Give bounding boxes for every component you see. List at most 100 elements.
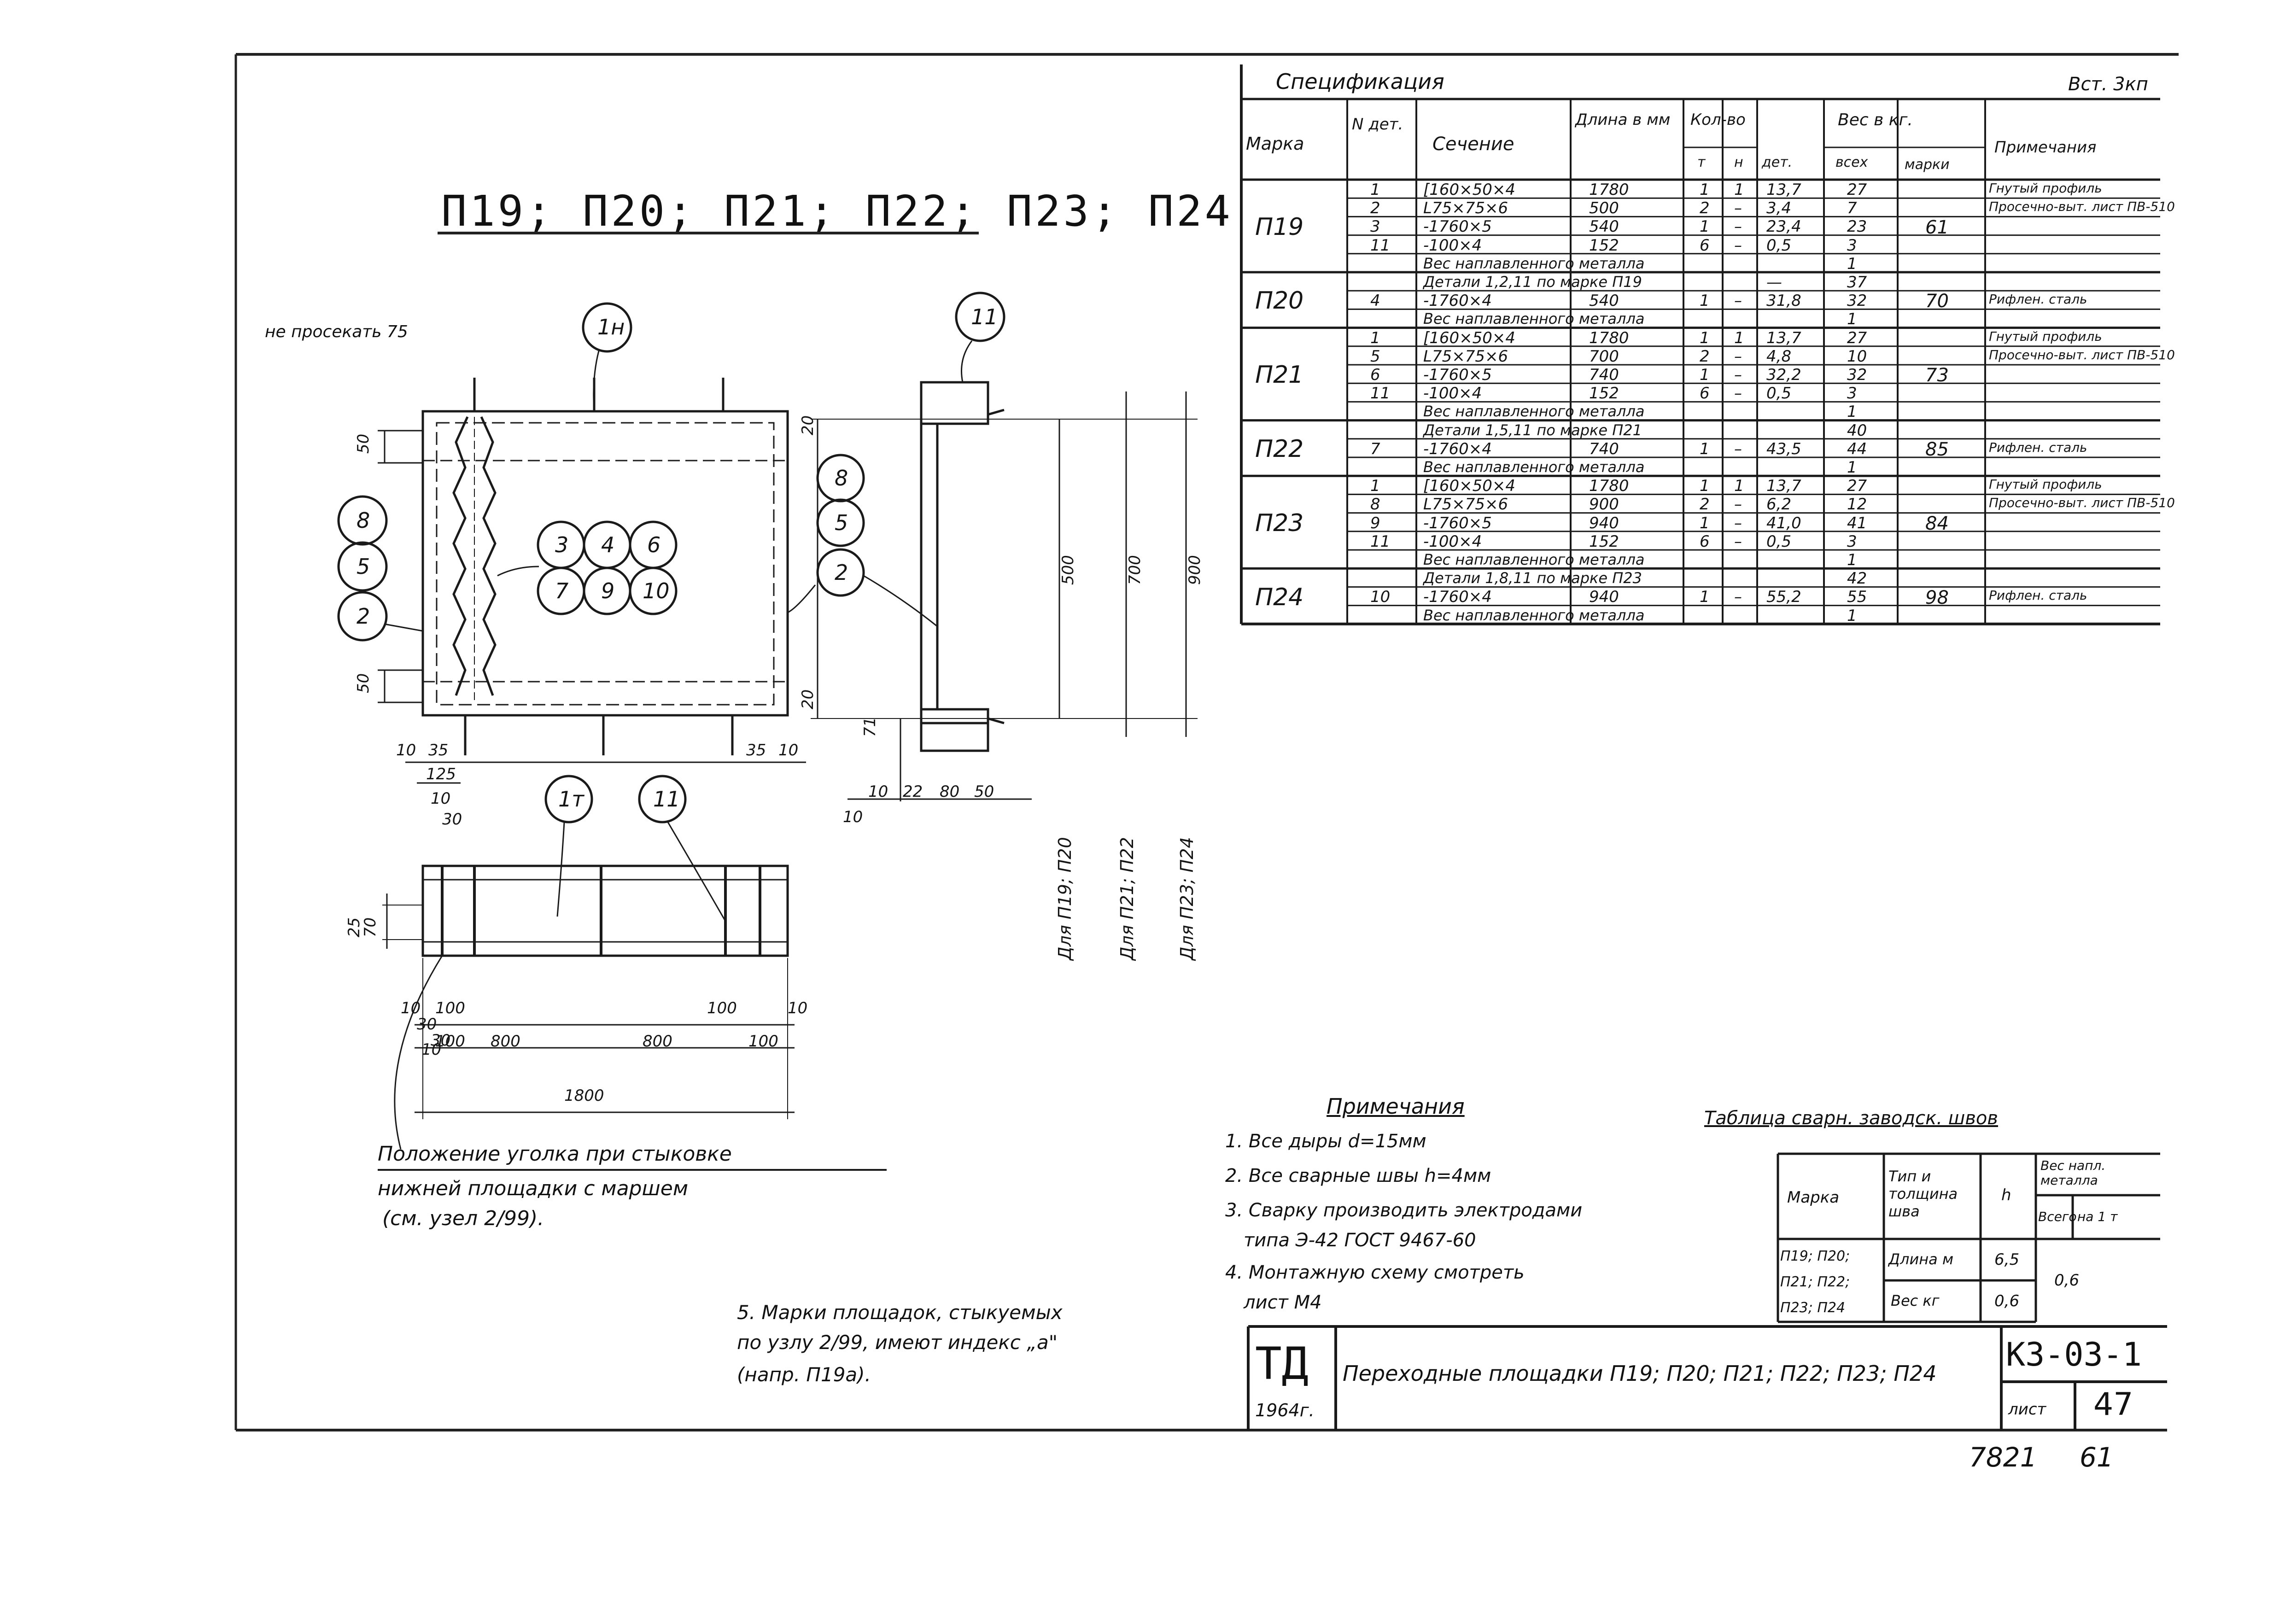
span-label-1: Для П19; П20: [1055, 837, 1075, 961]
spec-length: 700: [1589, 347, 1619, 366]
spec-qty-t: 2: [1700, 347, 1710, 366]
spec-length: 740: [1589, 366, 1619, 384]
spec-qty-t: 1: [1700, 588, 1710, 607]
svg-text:10: 10: [778, 741, 798, 759]
svg-text:100: 100: [707, 999, 737, 1017]
spec-length: 900: [1589, 495, 1619, 514]
elevation-outline: [421, 865, 789, 957]
position-note-line1: Положение уголка при стыковке: [378, 1142, 732, 1166]
svg-text:8: 8: [357, 508, 370, 533]
spec-header-qty-n: н: [1734, 154, 1743, 170]
spec-note: Гнутый профиль: [1989, 477, 2102, 492]
svg-text:7: 7: [555, 578, 568, 603]
spec-det: 3: [1370, 217, 1380, 236]
svg-text:100: 100: [435, 999, 465, 1017]
weld-h-type: Тип и толщина шва: [1888, 1168, 1958, 1220]
spec-wdet: 4,8: [1766, 347, 1792, 366]
svg-text:30: 30: [442, 810, 462, 829]
spec-wdet: 13,7: [1766, 477, 1801, 496]
spec-wdet: —: [1766, 273, 1782, 292]
spec-wall: 27: [1847, 477, 1867, 496]
spec-note: Рифлен. сталь: [1989, 588, 2087, 603]
title-block-sheet-label: лист: [2008, 1400, 2046, 1419]
spec-mark: П20: [1255, 287, 1304, 315]
spec-section: L75×75×6: [1423, 347, 1508, 366]
spec-wall: 40: [1847, 421, 1867, 440]
spec-det: 7: [1370, 439, 1380, 458]
spec-wall: 1: [1847, 254, 1857, 273]
weld-h-metal: Вес напл. металла: [2040, 1158, 2106, 1188]
spec-det: 8: [1370, 495, 1380, 514]
spec-section: -100×4: [1423, 384, 1482, 403]
spec-note: Просечно-выт. лист ПВ-510: [1989, 199, 2175, 215]
spec-note: Гнутый профиль: [1989, 328, 2102, 344]
spec-section: Вес наплавленного металла: [1423, 403, 1645, 421]
svg-text:1800: 1800: [564, 1087, 604, 1105]
svg-text:5: 5: [357, 554, 370, 579]
spec-wdet: 13,7: [1766, 328, 1801, 347]
svg-text:10: 10: [421, 1040, 441, 1059]
spec-length: 152: [1589, 236, 1619, 255]
svg-text:30: 30: [431, 1031, 450, 1050]
spec-qty-t: 1: [1700, 292, 1710, 310]
svg-text:20: 20: [799, 689, 817, 709]
weld-row1-label: Длина м: [1888, 1250, 1954, 1268]
bottom-right-number: 61: [2080, 1442, 2114, 1473]
spec-section: -100×4: [1423, 532, 1482, 551]
spec-wall: 12: [1847, 495, 1867, 514]
title-block-logo: ТД: [1255, 1338, 1309, 1390]
spec-section: L75×75×6: [1423, 495, 1508, 514]
spec-wall: 32: [1847, 366, 1867, 384]
weld-marks: П19; П20; П21; П22; П23; П24: [1780, 1248, 1850, 1316]
note-2: 2. Все сварные швы h=4мм: [1225, 1165, 1491, 1186]
weld-h-mark: Марка: [1787, 1188, 1840, 1207]
span-label-3: Для П23; П24: [1177, 837, 1197, 961]
svg-text:10: 10: [843, 808, 863, 826]
spec-wdet: 32,2: [1766, 366, 1801, 384]
weld-h-per: на 1 т: [2077, 1209, 2118, 1224]
spec-wall: 41: [1847, 514, 1867, 532]
weld-h-h: h: [2001, 1186, 2011, 1204]
svg-text:10: 10: [431, 789, 450, 808]
spec-qty-n: –: [1734, 199, 1742, 218]
spec-section: -1760×4: [1423, 292, 1492, 310]
spec-det: 1: [1370, 181, 1380, 199]
spec-wall: 3: [1847, 532, 1857, 551]
spec-qty-n: –: [1734, 588, 1742, 607]
spec-qty-t: 2: [1700, 199, 1710, 218]
spec-mark: П22: [1255, 435, 1304, 463]
spec-mark-total: 85: [1925, 438, 1949, 460]
spec-qty-n: –: [1734, 292, 1742, 310]
spec-section: Вес наплавленного металла: [1423, 310, 1645, 328]
spec-section: -1760×4: [1423, 588, 1492, 607]
svg-text:50: 50: [974, 783, 994, 801]
spec-mark: П24: [1255, 583, 1304, 611]
spec-title: Спецификация: [1276, 69, 1444, 94]
svg-text:900: 900: [1186, 555, 1204, 585]
svg-text:11: 11: [653, 787, 680, 812]
callout-1n: 1н: [597, 315, 625, 339]
spec-wdet: 55,2: [1766, 588, 1801, 607]
spec-header-weight: Вес в кг.: [1838, 111, 1913, 129]
svg-text:10: 10: [396, 741, 416, 759]
spec-note: Просечно-выт. лист ПВ-510: [1989, 347, 2175, 362]
spec-mark-total: 73: [1925, 365, 1949, 386]
svg-text:2: 2: [835, 560, 848, 585]
svg-text:35: 35: [746, 741, 766, 759]
spec-wdet: 0,5: [1766, 532, 1792, 551]
spec-qty-n: –: [1734, 495, 1742, 514]
spec-qty-n: –: [1734, 366, 1742, 384]
svg-text:35: 35: [428, 741, 448, 759]
spec-qty-t: 1: [1700, 217, 1710, 236]
position-note-line2: нижней площадки с маршем: [378, 1177, 689, 1200]
spec-header-ndet: N дет.: [1352, 115, 1403, 134]
technical-drawing: 1н 8 5 2 3 4 6 7 9 10 1т 11 11 8 5 2 50 …: [337, 292, 1204, 1171]
spec-det: 11: [1370, 236, 1391, 255]
spec-wall: 37: [1847, 273, 1867, 292]
spec-wall: 10: [1847, 347, 1867, 366]
spec-qty-n: 1: [1734, 477, 1744, 496]
spec-section: Вес наплавленного металла: [1423, 551, 1645, 568]
svg-text:71: 71: [861, 717, 879, 737]
